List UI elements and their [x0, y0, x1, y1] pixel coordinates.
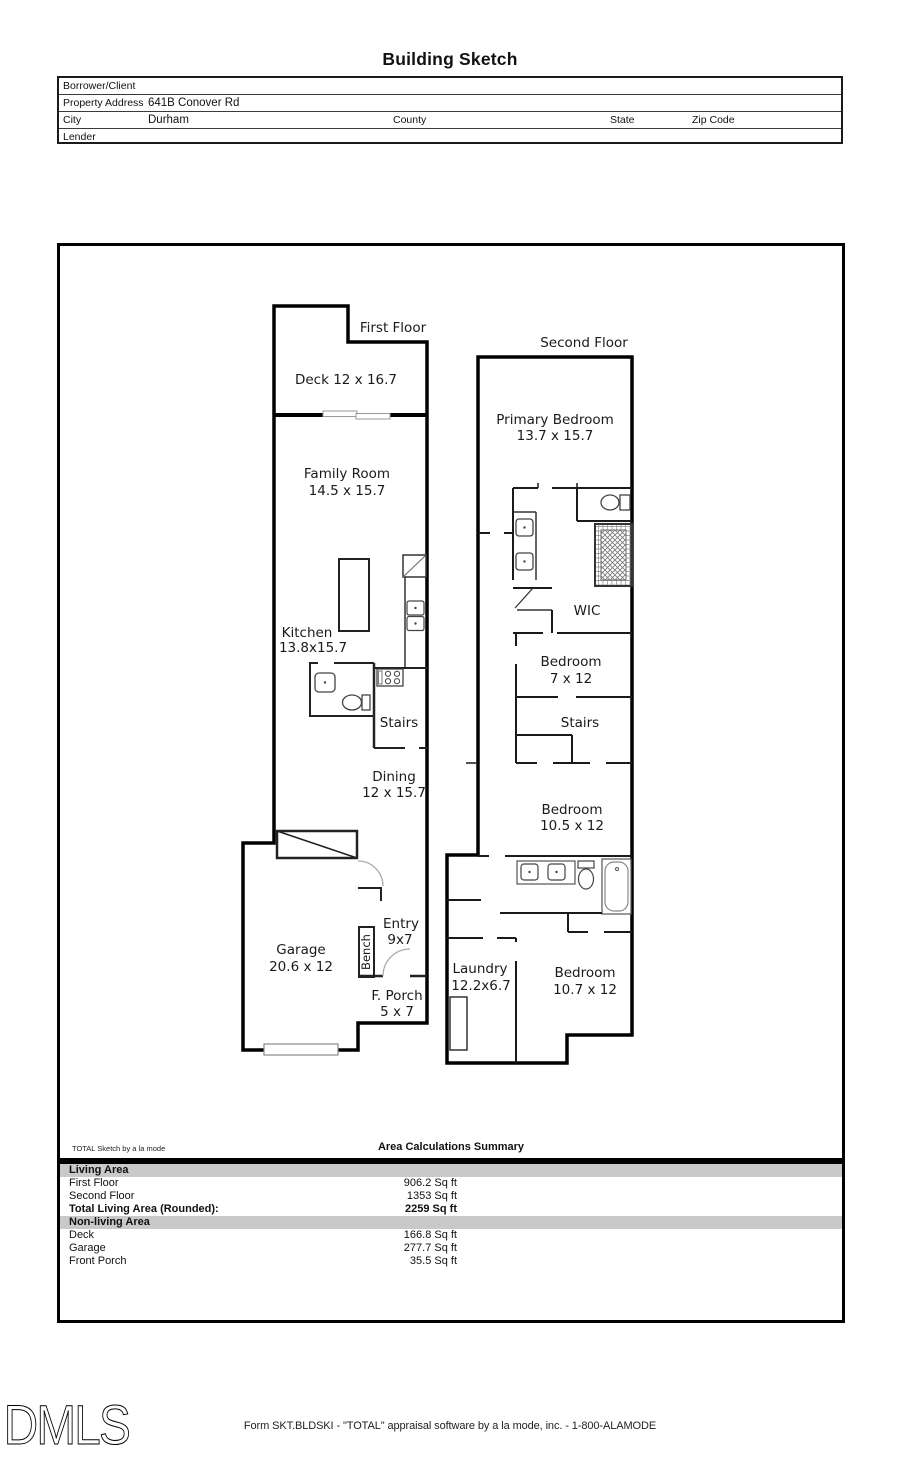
- bench-label: Bench: [359, 934, 373, 970]
- svg-text:14.5 x 15.7: 14.5 x 15.7: [309, 483, 386, 499]
- living-area-header: Living Area: [60, 1164, 842, 1177]
- primary-toilet: [600, 494, 631, 511]
- svg-text:5 x 7: 5 x 7: [380, 1004, 414, 1020]
- summary-title: Area Calculations Summary: [377, 1141, 525, 1153]
- area-calculations-summary: TOTAL Sketch by a la mode Area Calculati…: [60, 1139, 842, 1268]
- lender-label: Lender: [63, 131, 96, 143]
- sliding-door: [322, 410, 358, 417]
- form-row-borrower: Borrower/Client: [59, 78, 841, 95]
- bedroom-7x12-label: Bedroom: [540, 654, 601, 670]
- zip-label: Zip Code: [692, 114, 735, 126]
- bathtub: [601, 858, 632, 915]
- dmls-logo: DMLS: [3, 1394, 131, 1454]
- garage-door: [263, 1043, 339, 1056]
- summary-row-total: Total Living Area (Rounded): 2259 Sq ft: [69, 1203, 457, 1215]
- primary-bedroom-label: Primary Bedroom: [496, 412, 614, 428]
- nonliving-area-header: Non-living Area: [60, 1216, 842, 1229]
- dining-label: Dining: [372, 769, 416, 785]
- city-label: City: [63, 114, 82, 126]
- total-sketch-watermark: TOTAL Sketch by a la mode: [72, 1144, 166, 1153]
- footer-form-text: Form SKT.BLDSKI - "TOTAL" appraisal soft…: [243, 1420, 657, 1432]
- kitchen-sink: [406, 600, 425, 632]
- deck-label: Deck 12 x 16.7: [295, 372, 397, 388]
- garage-label: Garage: [276, 942, 325, 958]
- washer-dryer: [449, 996, 468, 1051]
- door-arc: [382, 948, 411, 977]
- laundry-label: Laundry: [452, 961, 507, 977]
- state-label: State: [610, 114, 635, 126]
- svg-text:12 x 15.7: 12 x 15.7: [362, 785, 426, 801]
- bedroom-107x12-label: Bedroom: [554, 965, 615, 981]
- second-floor-label: Second Floor: [540, 335, 628, 351]
- county-label: County: [393, 114, 427, 126]
- stairs-label: Stairs: [380, 715, 418, 731]
- form-row-address: Property Address 641B Conover Rd: [59, 95, 841, 112]
- page-title: Building Sketch: [382, 49, 518, 69]
- hall-bath-toilet: [577, 860, 595, 890]
- property-address-value: 641B Conover Rd: [148, 97, 240, 109]
- form-row-city: City Durham County State Zip Code: [59, 112, 841, 129]
- sliding-door: [355, 413, 391, 420]
- svg-text:DMLS: DMLS: [4, 1394, 130, 1454]
- summary-row-front-porch: Front Porch 35.5 Sq ft: [69, 1255, 457, 1267]
- svg-text:13.8x15.7: 13.8x15.7: [279, 640, 347, 656]
- shower: [594, 523, 633, 587]
- svg-text:9x7: 9x7: [387, 932, 412, 948]
- closet-door: [514, 587, 534, 609]
- summary-row-second-floor: Second Floor 1353 Sq ft: [69, 1190, 457, 1202]
- first-floor-outline: [241, 304, 429, 1052]
- svg-text:10.5 x 12: 10.5 x 12: [540, 818, 604, 834]
- property-address-label: Property Address: [63, 97, 144, 109]
- svg-text:20.6 x 12: 20.6 x 12: [269, 959, 333, 975]
- form-row-lender: Lender: [59, 129, 841, 145]
- svg-text:10.7 x 12: 10.7 x 12: [553, 982, 617, 998]
- porch-label: F. Porch: [371, 988, 422, 1004]
- borrower-label: Borrower/Client: [63, 80, 136, 92]
- floor-plan-drawing: First Floor Deck 12 x 16.7 Family Room 1…: [241, 304, 634, 1065]
- summary-divider: [60, 1158, 842, 1164]
- property-form: Borrower/Client Property Address 641B Co…: [57, 76, 843, 144]
- sketch-area: First Floor Deck 12 x 16.7 Family Room 1…: [57, 243, 845, 1323]
- door-arc: [357, 860, 384, 887]
- hall-bath-vanity: [516, 860, 576, 885]
- kitchen-island: [338, 558, 370, 632]
- second-floor-outline: [445, 355, 634, 1065]
- svg-text:7 x 12: 7 x 12: [550, 671, 592, 687]
- first-floor-label: First Floor: [360, 320, 427, 336]
- city-value: Durham: [148, 114, 189, 126]
- entry-label: Entry: [383, 916, 419, 932]
- second-floor-plan: Second Floor Primary Bedroom 13.7 x 15.7…: [445, 335, 634, 1065]
- bedroom-105x12-label: Bedroom: [541, 802, 602, 818]
- kitchen-label: Kitchen: [282, 625, 333, 641]
- svg-text:12.2x6.7: 12.2x6.7: [451, 978, 511, 994]
- summary-row-first-floor: First Floor 906.2 Sq ft: [69, 1177, 457, 1189]
- toilet: [361, 694, 371, 711]
- summary-row-garage: Garage 277.7 Sq ft: [69, 1242, 457, 1254]
- family-room-label: Family Room: [304, 466, 390, 482]
- svg-text:13.7 x 15.7: 13.7 x 15.7: [517, 428, 594, 444]
- stairs2-label: Stairs: [561, 715, 599, 731]
- wic-label: WIC: [574, 603, 601, 619]
- stove: [376, 668, 404, 687]
- summary-row-deck: Deck 166.8 Sq ft: [69, 1229, 457, 1241]
- powder-room: [309, 662, 376, 748]
- primary-vanity-sinks: [515, 518, 534, 571]
- first-floor-plan: First Floor Deck 12 x 16.7 Family Room 1…: [241, 304, 429, 1056]
